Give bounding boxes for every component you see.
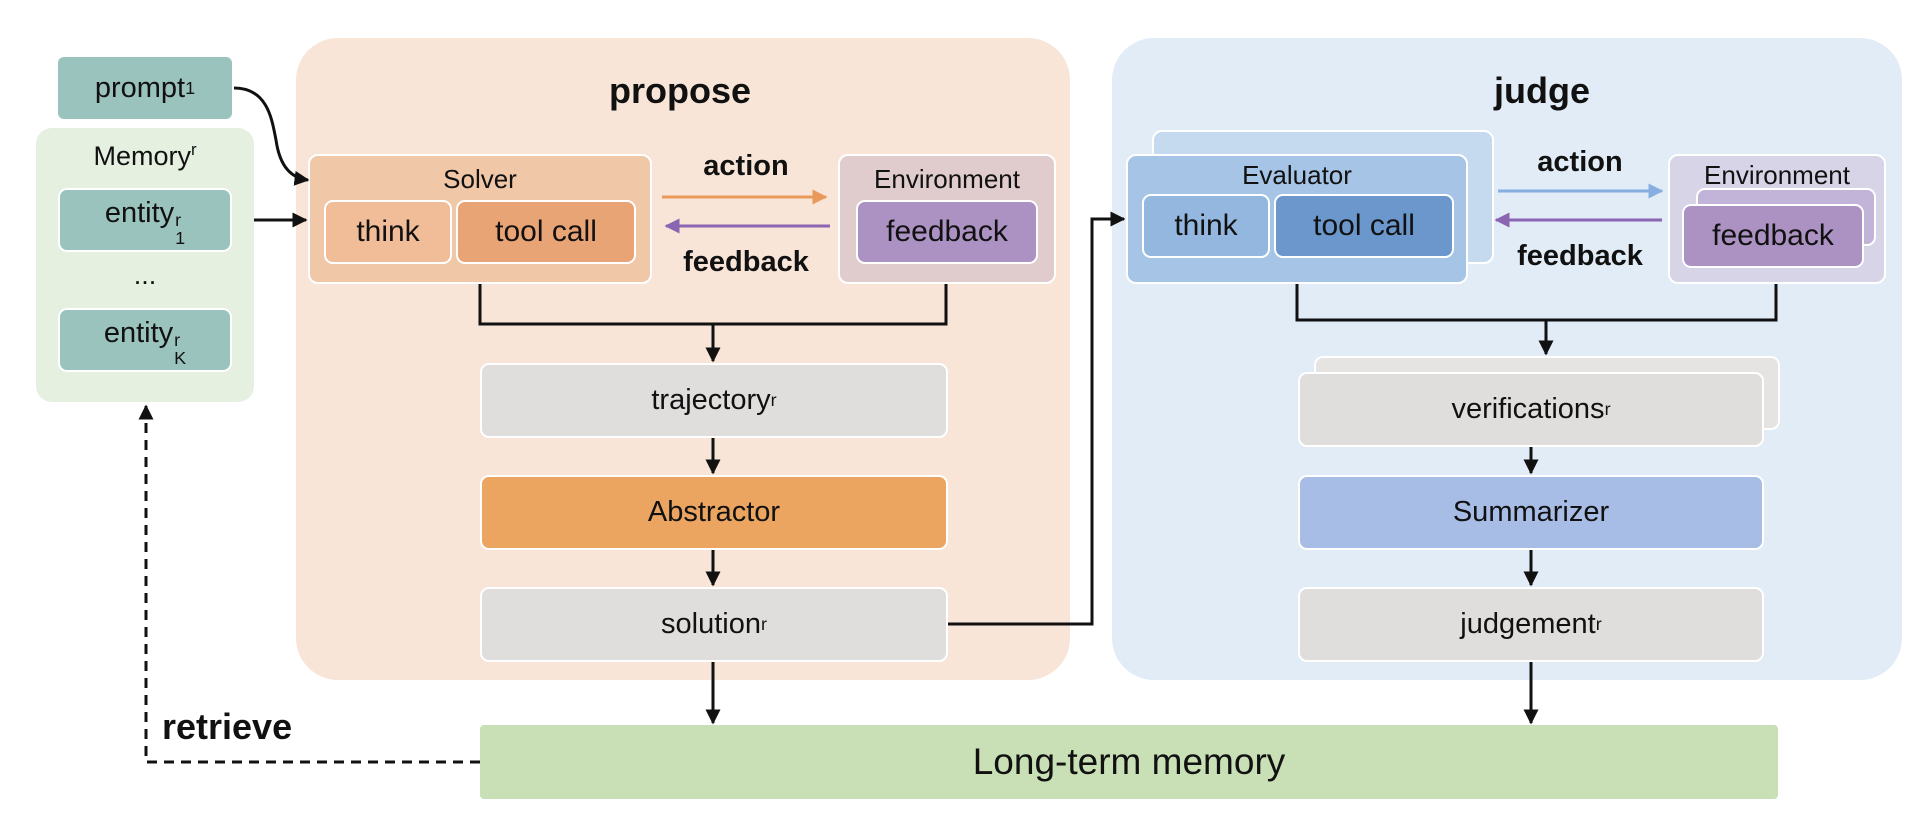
solver-label: Solver	[443, 164, 517, 194]
judgement-text: judgement	[1460, 608, 1596, 640]
summarizer-box: Summarizer	[1298, 475, 1764, 550]
judge-action-label: action	[1537, 146, 1623, 178]
verifications-text: verifications	[1451, 393, 1605, 425]
propose-merge-line	[478, 284, 948, 326]
entity-k-subscript: K	[174, 347, 187, 368]
prompt-subscript: 1	[185, 77, 196, 98]
entity-k-box: entity r K	[58, 308, 232, 372]
judgement-superscript: r	[1595, 614, 1602, 634]
judge-env-feedback-box: feedback	[1682, 204, 1864, 268]
judge-title: judge	[1494, 70, 1590, 111]
propose-title: propose	[608, 70, 751, 111]
judge-merge-line	[1295, 284, 1778, 322]
prompt-to-solver-arrow	[233, 86, 310, 186]
prompt-text: prompt	[94, 71, 186, 104]
propose-action-label: action	[703, 150, 789, 182]
long-term-memory-box: Long-term memory	[480, 725, 1778, 799]
memory-label: Memoryr	[0, 140, 290, 172]
retrieve-dashed-arrow	[138, 404, 480, 764]
evaluator-tool-call-box: tool call	[1274, 194, 1454, 258]
solver-think-box: think	[324, 200, 452, 264]
solution-to-evaluator-arrow	[948, 211, 1126, 626]
solver-tool-call-box: tool call	[456, 200, 636, 264]
memory-text: Memory	[93, 141, 191, 171]
judge-feedback-label: feedback	[1517, 240, 1643, 272]
trajectory-text: trajectory	[651, 384, 771, 416]
solution-text: solution	[661, 608, 761, 640]
entity-1-superscript: r	[175, 210, 182, 231]
propose-env-feedback-box: feedback	[856, 200, 1038, 264]
solution-superscript: r	[760, 614, 767, 634]
judge-environment-label: Environment	[1704, 160, 1850, 190]
memory-ellipsis: ...	[133, 260, 157, 290]
propose-environment-label: Environment	[874, 164, 1020, 194]
entity-k-text: entity	[103, 317, 174, 350]
entity-1-text: entity	[104, 197, 175, 230]
entity-1-box: entity r 1	[58, 188, 232, 252]
memory-superscript: r	[190, 140, 197, 159]
retrieve-label: retrieve	[162, 706, 293, 747]
trajectory-superscript: r	[770, 390, 777, 410]
entity-k-superscript: r	[174, 330, 181, 351]
verifications-superscript: r	[1604, 399, 1611, 419]
evaluator-label: Evaluator	[1242, 160, 1352, 190]
propose-feedback-label: feedback	[683, 246, 809, 278]
entity-1-subscript: 1	[175, 227, 186, 248]
abstractor-box: Abstractor	[480, 475, 948, 550]
propose-panel	[296, 38, 1070, 680]
evaluator-think-box: think	[1142, 194, 1270, 258]
